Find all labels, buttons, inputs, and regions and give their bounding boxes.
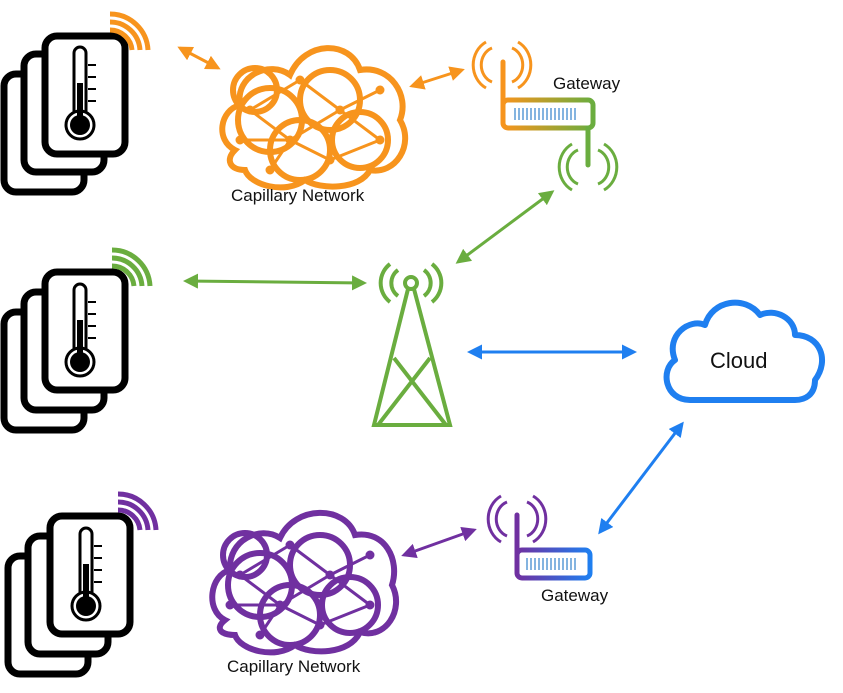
arrow-gateway-top-to-tower	[455, 190, 555, 264]
mesh-links-bottom	[225, 540, 375, 640]
arrow-capillary-bottom-to-gateway	[401, 526, 477, 559]
mesh-links-top	[235, 75, 385, 175]
capillary-network-bottom-label: Capillary Network	[227, 657, 361, 676]
connection-arrows	[177, 46, 684, 559]
capillary-network-top-label: Capillary Network	[231, 186, 365, 205]
capillary-network-bottom-icon	[209, 509, 400, 656]
cloud-icon	[663, 299, 826, 403]
cell-tower-icon	[371, 262, 453, 427]
sensor-stack-bottom	[8, 491, 159, 674]
gateway-bottom-label: Gateway	[541, 586, 609, 605]
gateway-led-bar	[526, 558, 576, 570]
wifi-signal-icon	[117, 491, 159, 531]
capillary-network-top-icon	[219, 45, 409, 191]
arrow-sensors-top-to-capillary	[177, 46, 221, 70]
gateway-bottom-icon	[486, 494, 593, 581]
sensor-stack-middle	[4, 247, 153, 430]
arrow-capillary-top-to-gateway	[409, 66, 465, 90]
arrow-sensors-middle-to-tower	[183, 273, 367, 291]
arrow-gateway-bottom-to-cloud	[598, 421, 684, 535]
gateway-top-icon	[471, 40, 619, 192]
sensor-stack-top	[4, 11, 151, 192]
cloud-label: Cloud	[710, 348, 768, 373]
gateway-top-label: Gateway	[553, 74, 621, 93]
wifi-signal-icon	[111, 247, 153, 287]
wifi-signal-icon	[109, 11, 151, 51]
gateway-led-bar	[514, 108, 576, 120]
